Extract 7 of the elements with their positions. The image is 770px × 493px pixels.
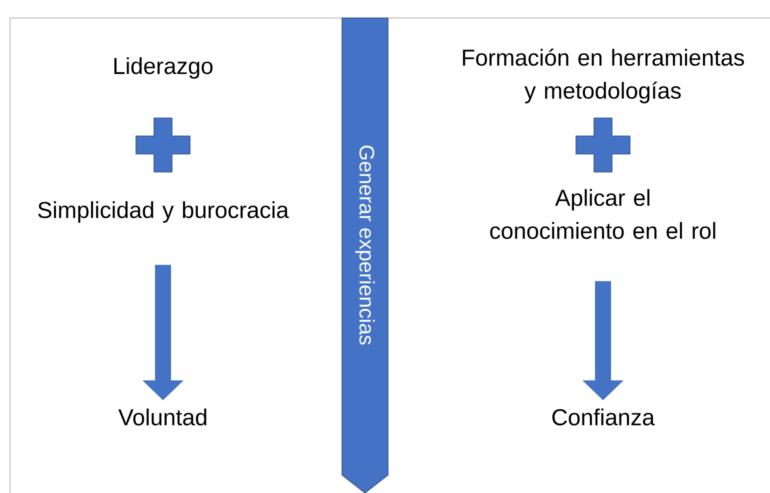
label-text: Voluntad xyxy=(118,408,206,426)
label-text: Confianza xyxy=(552,408,655,426)
label-text: Liderazgo xyxy=(114,57,213,79)
label-text: Formación en herramientas y metodologías xyxy=(463,48,744,104)
label-text: Aplicar el conocimiento en el rol xyxy=(490,189,716,239)
chevron-band: Generar experiencias xyxy=(342,18,388,493)
label-text: Simplicidad y burocracia xyxy=(38,201,289,223)
